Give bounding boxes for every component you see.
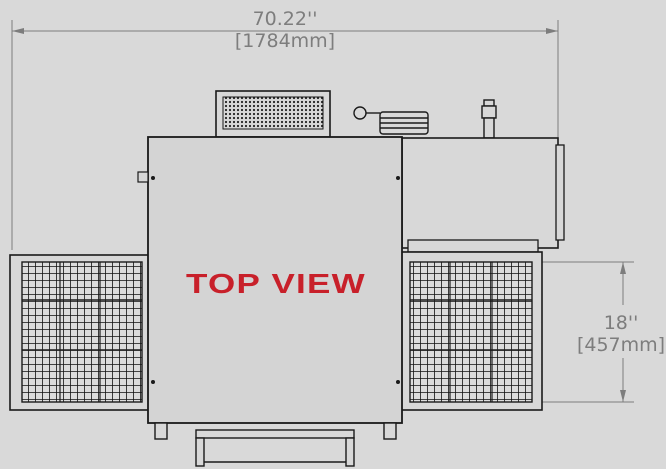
width-metric: [1784mm] [234,30,336,52]
right-conveyor [399,251,543,411]
view-title: TOP VIEW [186,268,366,299]
width-imperial: 70.22'' [252,8,318,30]
width-dimension-line [11,20,559,250]
depth-dimension-label: 18'' [457mm] [576,312,666,356]
depth-dimension-line [540,261,634,403]
cable-coil [353,106,429,135]
base-stand [154,422,397,467]
right-housing [401,137,565,253]
depth-metric: [457mm] [576,334,666,356]
depth-imperial: 18'' [603,312,639,334]
left-conveyor [9,254,153,411]
top-vent-box [215,90,331,138]
width-dimension-label: 70.22'' [1784mm] [230,8,340,52]
valve-fitting [481,99,497,139]
main-body [137,136,403,424]
